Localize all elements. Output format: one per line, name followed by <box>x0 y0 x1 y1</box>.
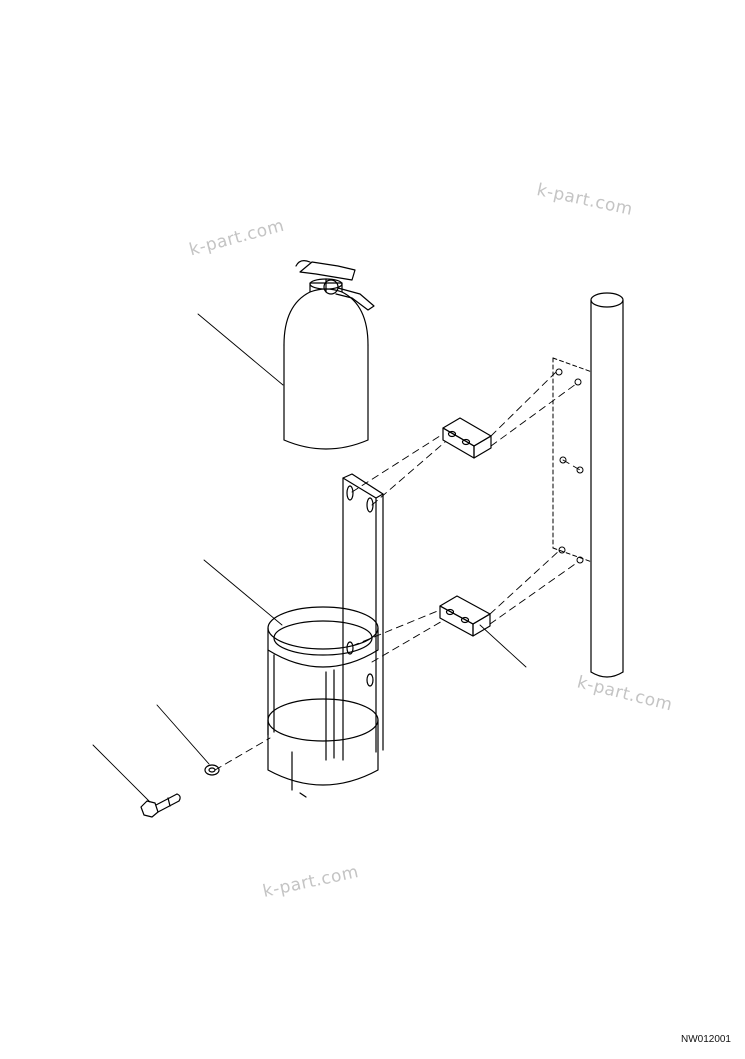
spacer-block-lower <box>440 596 490 636</box>
vertical-post <box>591 293 623 677</box>
fire-extinguisher <box>284 261 374 449</box>
leader-bracket <box>204 560 282 625</box>
leader-spacer-lower <box>480 625 526 667</box>
leader-washer <box>157 705 209 764</box>
extinguisher-bracket <box>268 474 383 797</box>
spacer-block-upper <box>443 418 491 458</box>
assembly-lines <box>215 372 580 770</box>
washer <box>205 765 219 775</box>
drawing-code: NW012001 <box>680 1034 731 1045</box>
leader-bolt <box>93 745 150 802</box>
bolt <box>141 794 180 817</box>
mounting-plate <box>553 358 592 563</box>
leader-extinguisher <box>198 314 283 385</box>
